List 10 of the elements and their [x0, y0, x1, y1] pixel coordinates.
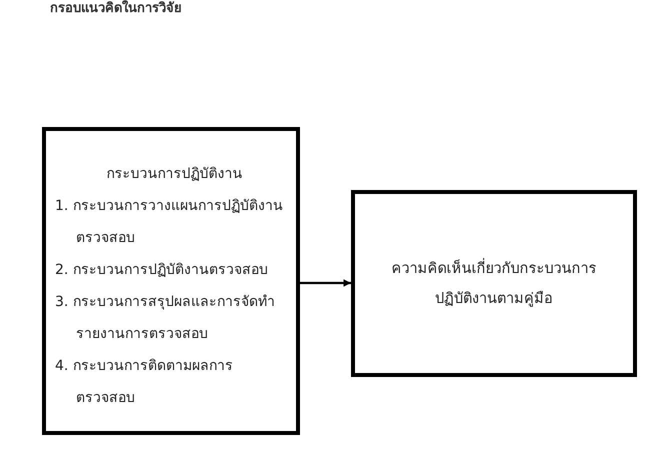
- arrow: [300, 279, 351, 287]
- list-item: 1. กระบวนการวางแผนการปฏิบัติงานตรวจสอบ: [55, 197, 284, 248]
- diagram-title: กรอบแนวคิดในการวิจัย: [50, 0, 182, 18]
- process-box: [42, 127, 300, 435]
- box-text: ความคิดเห็นเกี่ยวกับกระบวนการปฏิบัติงานตามคู่มือ: [385, 254, 603, 314]
- list-item: 4. กระบวนการติดตามผลการตรวจสอบ: [55, 357, 234, 408]
- list-item: 3. กระบวนการสรุปผลและการจัดทำรายงานการตรวจสอบ: [55, 293, 276, 344]
- process-box: [351, 190, 637, 377]
- list-item: 2. กระบวนการปฏิบัติงานตรวจสอบ: [55, 261, 269, 280]
- box-heading: กระบวนการปฏิบัติงาน: [106, 165, 244, 184]
